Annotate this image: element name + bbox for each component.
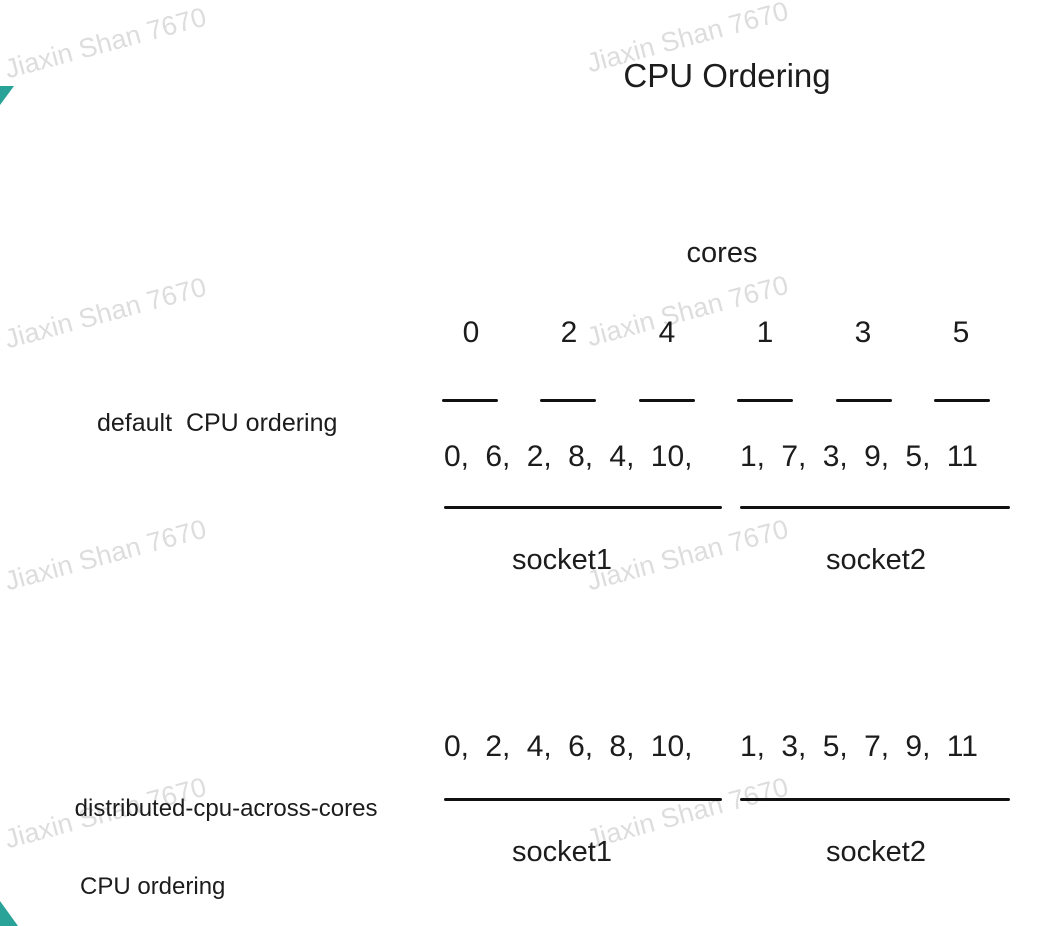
core-number: 0	[462, 316, 480, 349]
tick-mark	[540, 399, 597, 402]
distributed-socket1-underline	[444, 798, 722, 801]
default-socket2-label: socket2	[826, 544, 926, 576]
watermark-text: Jiaxin Shan 7670	[583, 513, 792, 597]
watermark-text: Jiaxin Shan 7670	[1, 1, 210, 85]
core-number: 5	[952, 316, 970, 349]
default-socket1-cpu-list: 0, 6, 2, 8, 4, 10,	[444, 440, 693, 473]
core-number: 2	[560, 316, 578, 349]
tick-mark	[737, 399, 794, 402]
corner-accent-icon	[0, 901, 18, 926]
default-socket2-cpu-list: 1, 7, 3, 9, 5, 11	[740, 440, 978, 473]
default-ordering-label: default CPU ordering	[97, 409, 338, 437]
corner-accent-icon	[0, 86, 14, 105]
watermark-text: Jiaxin Shan 7670	[1, 513, 210, 597]
distributed-ordering-label-line2: CPU ordering	[80, 873, 226, 900]
tick-mark	[835, 399, 892, 402]
cores-label: cores	[686, 237, 758, 269]
core-tick-marks-row	[442, 399, 990, 402]
tick-mark	[933, 399, 990, 402]
diagram-title: CPU Ordering	[623, 57, 831, 94]
distributed-ordering-label: distributed-cpu-across-cores CPU orderin…	[48, 750, 378, 926]
core-number: 4	[658, 316, 676, 349]
tick-mark	[638, 399, 695, 402]
watermark-text: Jiaxin Shan 7670	[1, 271, 210, 355]
default-socket2-underline	[740, 506, 1010, 509]
core-number: 1	[756, 316, 774, 349]
distributed-socket2-underline	[740, 798, 1010, 801]
distributed-socket2-label: socket2	[826, 836, 926, 868]
core-numbers-row: 0 2 4 1 3 5	[442, 316, 990, 350]
distributed-socket1-cpu-list: 0, 2, 4, 6, 8, 10,	[444, 730, 693, 763]
default-socket1-label: socket1	[512, 544, 612, 576]
tick-mark	[442, 399, 498, 402]
distributed-ordering-label-line1: distributed-cpu-across-cores	[74, 795, 378, 822]
distributed-socket1-label: socket1	[512, 836, 612, 868]
core-number: 3	[854, 316, 872, 349]
distributed-socket2-cpu-list: 1, 3, 5, 7, 9, 11	[740, 730, 978, 763]
default-socket1-underline	[444, 506, 722, 509]
watermark-text: Jiaxin Shan 7670	[583, 771, 792, 855]
